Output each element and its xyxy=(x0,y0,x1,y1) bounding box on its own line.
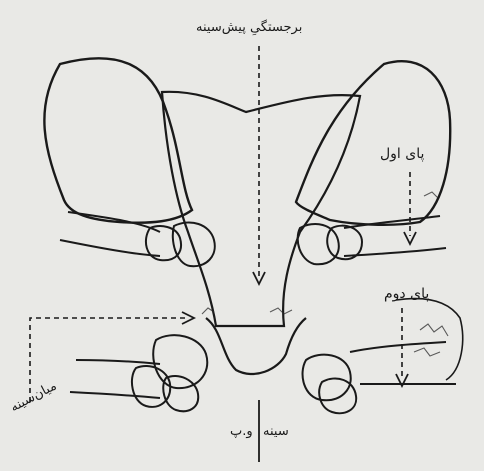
first-leg-label: پای اول xyxy=(380,146,424,162)
top-label-prosternal-process: برجستگیِ پیش‌سینه xyxy=(196,20,302,35)
thorax-label: سینه xyxy=(263,424,289,439)
ventral-label: و.پ xyxy=(230,424,253,439)
second-leg-label: پای دوم xyxy=(384,286,429,302)
